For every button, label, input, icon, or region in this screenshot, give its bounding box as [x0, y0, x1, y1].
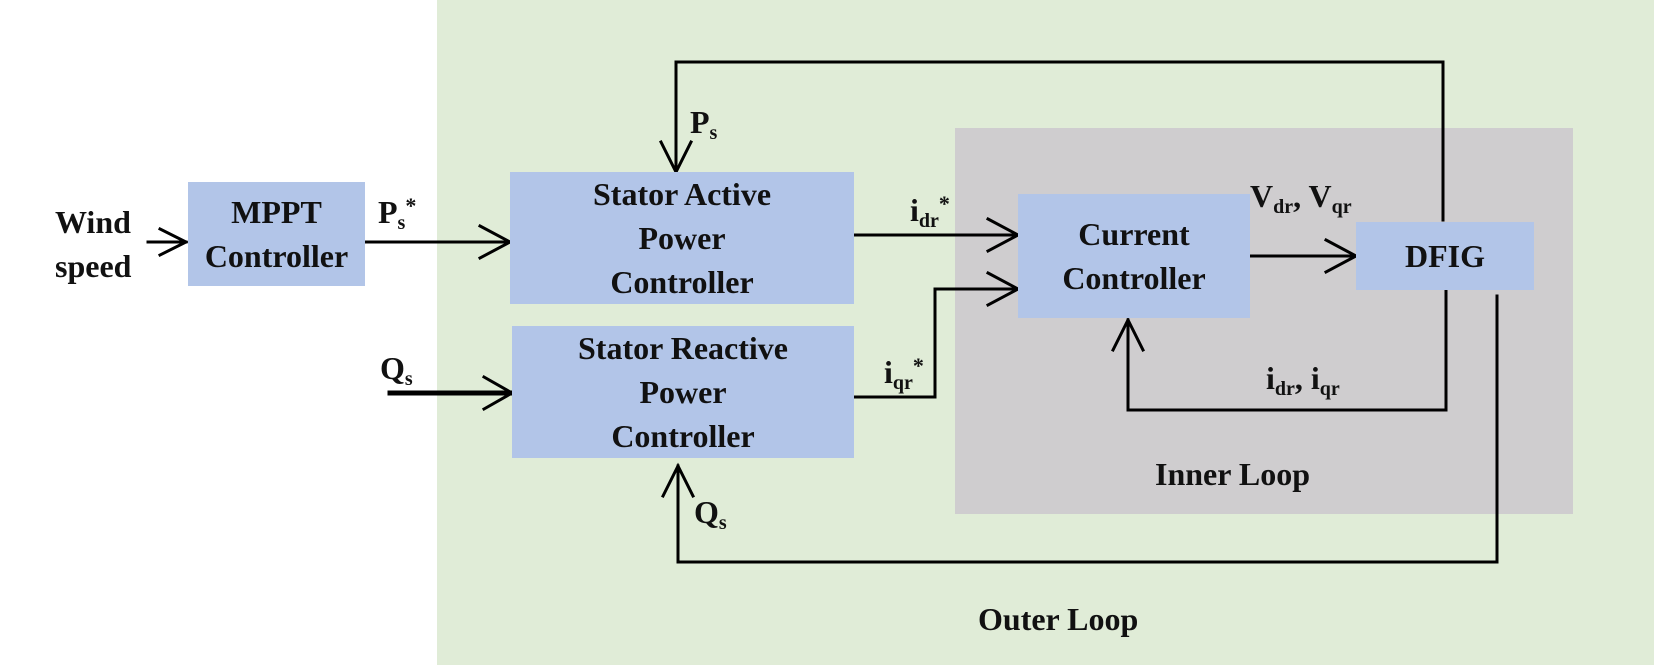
vqr-sub: qr — [1331, 196, 1352, 218]
idr-sub: dr — [1274, 378, 1295, 400]
stator-active-line-3: Controller — [610, 264, 754, 300]
stator-active-line-1: Stator Active — [592, 176, 772, 212]
dfig-label: DFIG — [1405, 238, 1485, 274]
iqr-base: i — [1310, 360, 1320, 396]
qs-feedback-arrowhead — [660, 462, 696, 499]
qs-feedback-label: Qs — [694, 494, 727, 533]
wind-to-mppt-arrowhead — [157, 226, 190, 258]
stator-active-line-2: Power — [638, 220, 726, 256]
iqr-ref-base: i — [884, 354, 893, 390]
current-controller-block: Current Controller — [1018, 194, 1250, 318]
stator-reactive-line-1: Stator Reactive — [578, 330, 788, 366]
qs-feedback-base: Q — [694, 494, 719, 530]
iqr-sub: qr — [1319, 378, 1340, 400]
idr-iqr-label: idr, iqr — [1266, 360, 1340, 399]
vdr-base: V — [1250, 178, 1274, 214]
iqr-ref-sup: * — [912, 353, 924, 378]
vdr-vqr-label: Vdr, Vqr — [1250, 178, 1352, 217]
vdr-sub: dr — [1273, 196, 1294, 218]
inner-loop-region — [955, 128, 1573, 514]
ps-base: P — [690, 104, 710, 140]
ps-sub: s — [709, 122, 718, 144]
qs-feedback-sub: s — [718, 512, 727, 534]
idr-iqr-feedback-wire — [1126, 288, 1448, 412]
wind-speed-line-1: Wind — [55, 204, 131, 240]
ps-feedback-wire — [674, 60, 1445, 222]
idr-iqr-separator: , — [1294, 360, 1311, 396]
inner-loop-label: Inner Loop — [1155, 456, 1311, 492]
stator-reactive-power-controller-block: Stator Reactive Power Controller — [512, 326, 854, 458]
wind-speed-label: Wind speed — [55, 200, 131, 288]
qs-input-label: Qs — [380, 350, 413, 389]
qs-input-sub: s — [404, 368, 413, 390]
iqr-ref-wire — [850, 287, 1020, 399]
vqr-base: V — [1308, 178, 1332, 214]
idr-ref-sub: dr — [918, 210, 939, 232]
iqr-ref-sub: qr — [892, 372, 913, 394]
idr-base: i — [1266, 360, 1275, 396]
idr-ref-sup: * — [938, 191, 950, 216]
mppt-controller-block: MPPT Controller — [188, 182, 365, 286]
stator-active-power-controller-block: Stator Active Power Controller — [510, 172, 854, 304]
ps-ref-label: Ps* — [378, 193, 417, 233]
ps-feedback-label: Ps — [690, 104, 717, 143]
wind-speed-line-2: speed — [55, 248, 132, 284]
dfig-block: DFIG — [1356, 222, 1534, 290]
stator-reactive-line-3: Controller — [611, 418, 755, 454]
idr-ref-base: i — [910, 192, 919, 228]
iqr-ref-label: iqr* — [884, 353, 924, 393]
ps-ref-sub: s — [397, 212, 406, 234]
mppt-controller-line-1: MPPT — [231, 194, 322, 230]
idr-iqr-feedback-arrowhead — [1110, 316, 1146, 353]
qs-feedback-wire — [676, 294, 1499, 564]
qs-input-base: Q — [380, 350, 405, 386]
current-controller-line-1: Current — [1078, 216, 1190, 252]
ps-ref-sup: * — [405, 193, 417, 218]
idr-ref-label: idr* — [910, 191, 950, 231]
vdr-vqr-separator: , — [1293, 178, 1309, 214]
ps-ref-base: P — [378, 194, 398, 230]
stator-reactive-line-2: Power — [639, 374, 727, 410]
outer-loop-label: Outer Loop — [978, 601, 1139, 637]
current-controller-line-2: Controller — [1062, 260, 1206, 296]
mppt-controller-line-2: Controller — [204, 238, 349, 274]
